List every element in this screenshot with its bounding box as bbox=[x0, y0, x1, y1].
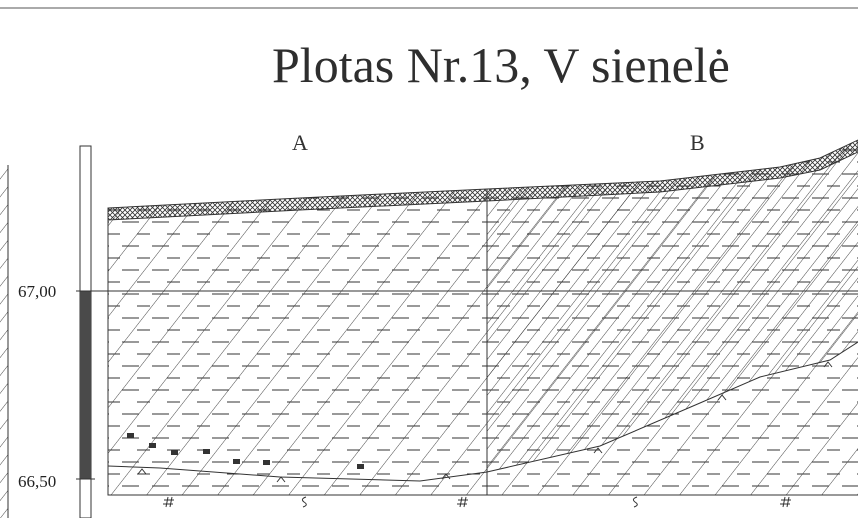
elevation-label-67: 67,00 bbox=[18, 282, 57, 301]
elevation-label-66-5: 66,50 bbox=[18, 472, 57, 491]
elevation-scale-bar bbox=[79, 145, 92, 519]
topsoil-band bbox=[107, 139, 858, 221]
layer-boundary-b bbox=[486, 341, 858, 473]
caret-marks bbox=[137, 361, 833, 483]
drawing-title: Plotas Nr.13, V sienelė bbox=[272, 37, 730, 93]
bottom-symbols bbox=[163, 496, 791, 508]
inclusion-markers bbox=[127, 433, 364, 469]
left-edge-strip bbox=[0, 165, 9, 518]
column-label-b: B bbox=[690, 130, 705, 155]
section-outline bbox=[107, 208, 858, 496]
column-label-a: A bbox=[292, 130, 308, 155]
